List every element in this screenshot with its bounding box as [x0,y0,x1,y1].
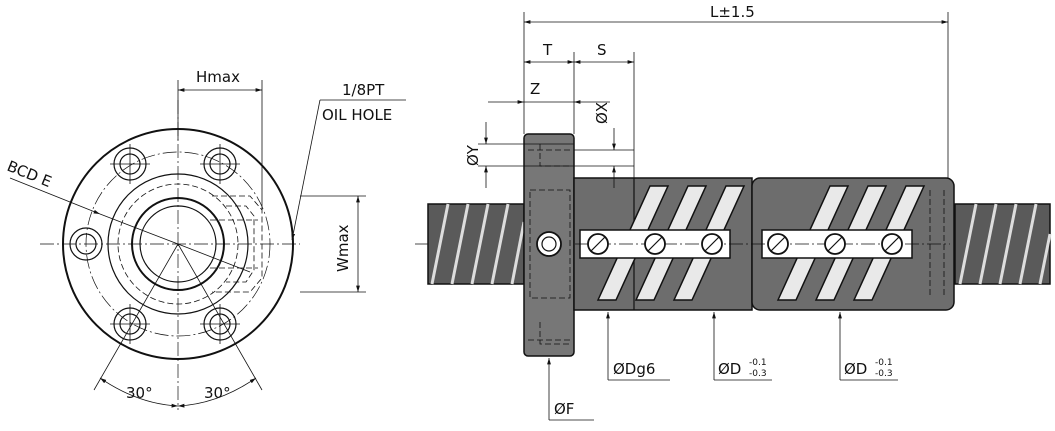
screw-shaft-right [954,203,1052,285]
d1-lower-tol: -0.3 [749,369,767,379]
end-view [9,80,406,410]
angle-left-label: 30° [126,384,153,402]
length-label: L±1.5 [710,3,755,21]
plate-screws [587,233,903,255]
z-label: Z [530,80,540,98]
screw-shaft-circle [131,197,225,291]
bcd-circle [85,151,271,337]
hmax-label: Hmax [196,68,240,86]
angle-right-label: 30° [204,384,231,402]
d2-lower-tol: -0.3 [875,369,893,379]
f-dia-label: ØF [554,400,574,418]
oil-hole-size-label: 1/8PT [342,81,385,99]
dg6-label: ØDg6 [613,360,655,378]
side-view [415,12,1052,421]
d2-upper-tol: -0.1 [875,358,893,368]
oil-hole-label: OIL HOLE [322,106,392,124]
y-dia-label: ØY [464,144,482,166]
screw-shaft-left [427,203,526,285]
s-label: S [597,41,607,59]
x-dia-label: ØX [593,102,611,124]
d1-upper-tol: -0.1 [749,358,767,368]
wmax-label: Wmax [334,224,352,272]
d1-main-label: ØD [718,360,741,378]
t-label: T [542,41,553,59]
d2-main-label: ØD [844,360,867,378]
